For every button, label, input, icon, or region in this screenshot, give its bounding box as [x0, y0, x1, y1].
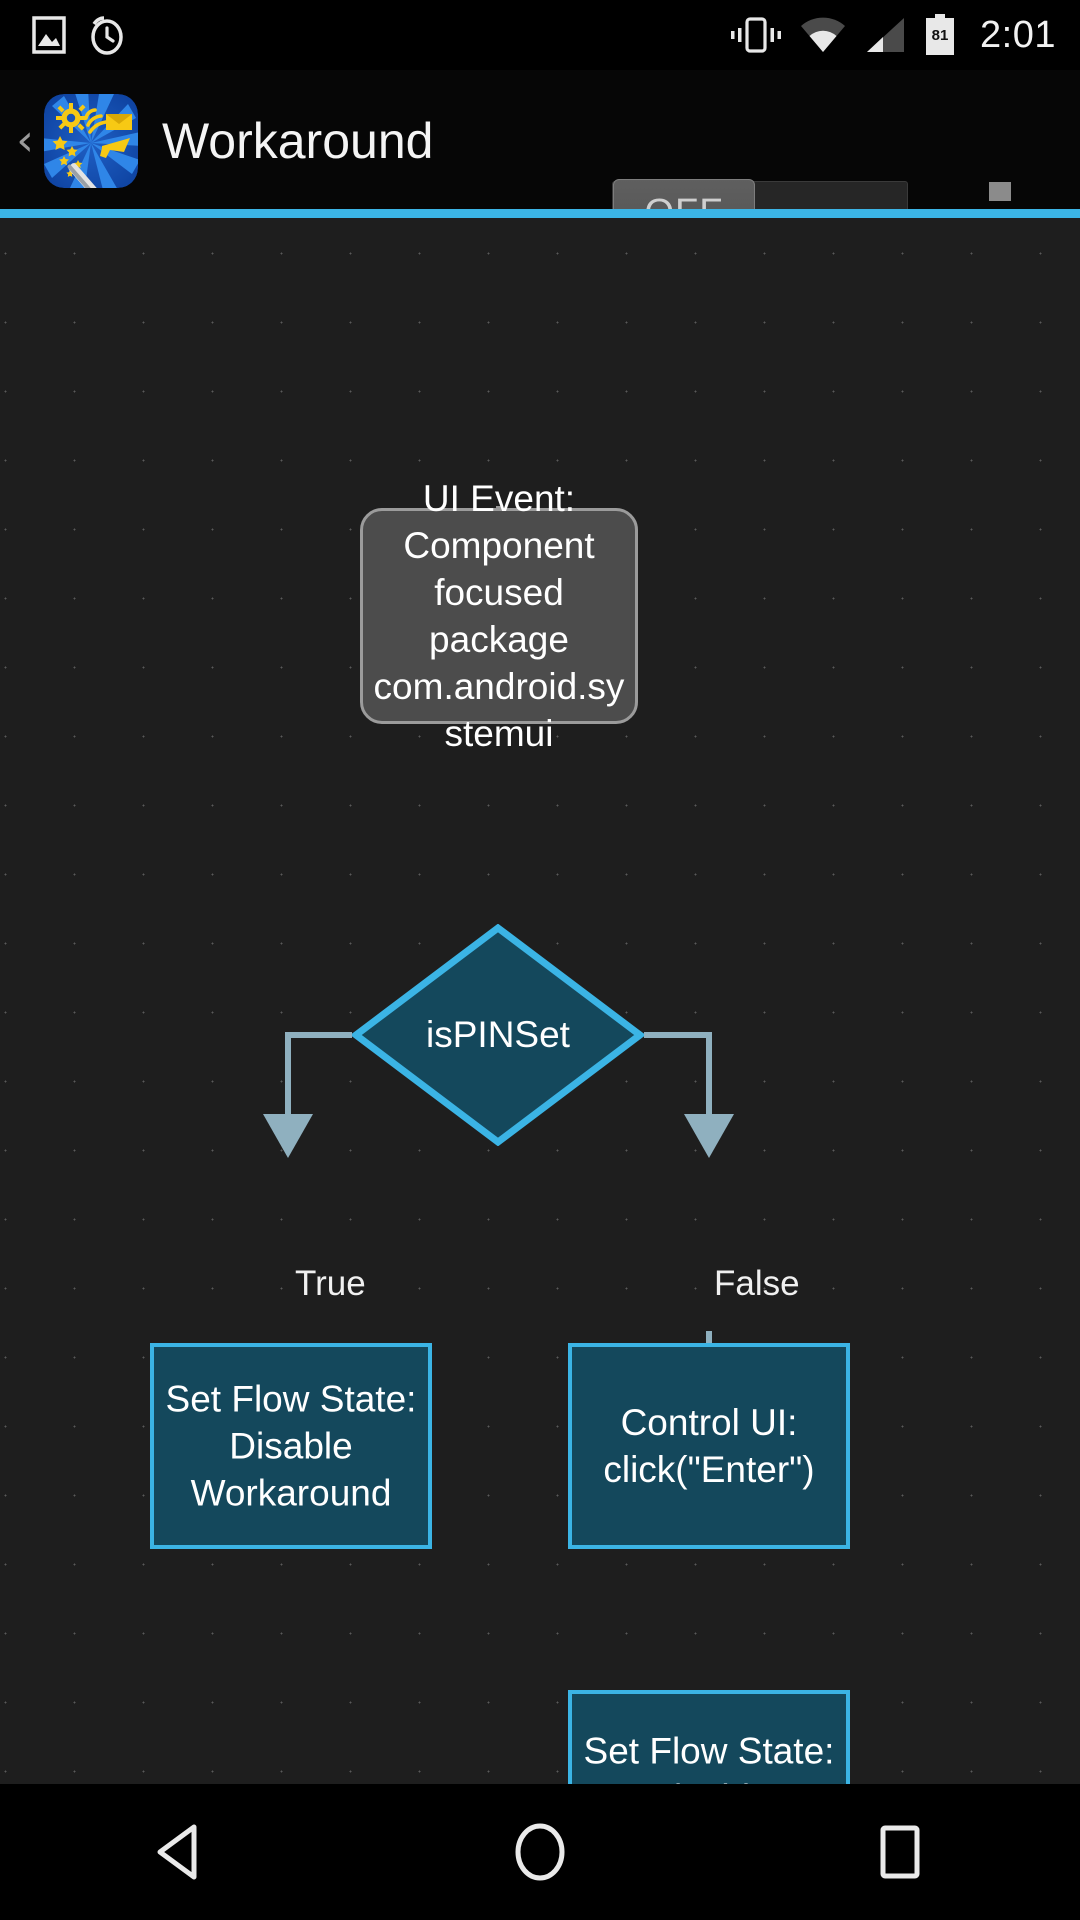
nav-back-button[interactable]	[90, 1784, 270, 1920]
edge-decision-true	[263, 1032, 352, 1158]
cell-signal-icon	[867, 18, 905, 52]
flow-node-final-action[interactable]: Set Flow State: Disable Workaround	[568, 1690, 850, 1784]
flow-canvas[interactable]: UI Event: Component focused package com.…	[0, 218, 1080, 1784]
action-bar: ‹	[0, 70, 1080, 260]
flow-node-decision-label: isPINSet	[426, 1014, 570, 1055]
home-circle-icon	[515, 1823, 565, 1881]
wifi-icon	[801, 17, 846, 52]
flow-node-true-action-label: Set Flow State: Disable Workaround	[165, 1378, 417, 1514]
battery-icon: 81	[926, 14, 955, 55]
status-bar-clock: 2:01	[980, 13, 1056, 56]
overflow-dot	[989, 182, 1011, 201]
edge-label-false: False	[714, 1264, 800, 1303]
status-bar-right-icons: 81 2:01	[730, 0, 1056, 70]
flow-node-true-action[interactable]: Set Flow State: Disable Workaround	[150, 1343, 432, 1549]
flow-node-trigger-label: UI Event: Component focused package com.…	[373, 478, 625, 754]
diamond-shape	[350, 923, 646, 1147]
nav-recents-button[interactable]	[810, 1784, 990, 1920]
android-nav-bar	[0, 1784, 1080, 1920]
vibrate-icon	[731, 17, 782, 53]
flow-node-false-action[interactable]: Control UI: click("Enter")	[568, 1343, 850, 1549]
status-bar-left-icons	[32, 15, 126, 55]
workaround-app-icon[interactable]	[44, 94, 138, 188]
page-title: Workaround	[162, 113, 434, 169]
recents-square-icon	[880, 1825, 920, 1879]
image-icon	[32, 16, 66, 54]
back-triangle-icon	[157, 1824, 197, 1880]
back-chevron-icon[interactable]: ‹	[16, 115, 34, 166]
flow-node-trigger[interactable]: UI Event: Component focused package com.…	[360, 478, 638, 754]
flow-node-decision[interactable]: isPINSet	[350, 923, 646, 1147]
nav-home-button[interactable]	[450, 1784, 630, 1920]
flow-node-false-action-label: Control UI: click("Enter")	[603, 1402, 815, 1490]
status-bar: 81 2:01	[0, 0, 1080, 70]
alarm-clock-icon	[91, 16, 123, 55]
edge-decision-false	[644, 1032, 734, 1158]
accent-divider	[0, 209, 1080, 218]
battery-level: 81	[932, 27, 949, 44]
edge-label-true: True	[295, 1264, 366, 1303]
flow-node-final-action-label: Set Flow State: Disable Workaround	[583, 1730, 835, 1785]
